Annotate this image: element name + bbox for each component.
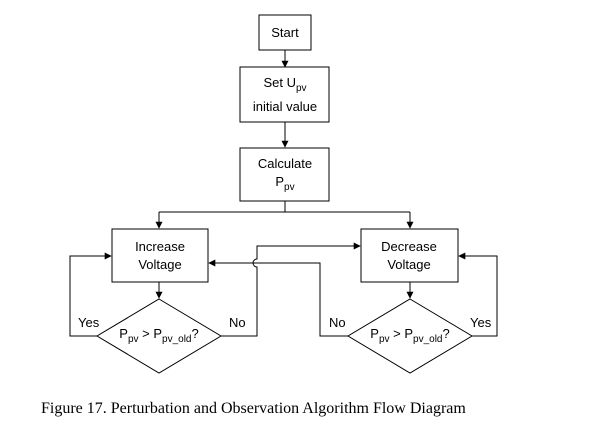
- calculate-node: Calculate Ppv: [239, 147, 330, 202]
- start-node: Start: [258, 14, 312, 51]
- decrease-line1: Decrease: [381, 239, 437, 254]
- increase-line2: Voltage: [138, 257, 181, 272]
- arrow-right-yes-loop: [458, 252, 498, 337]
- decision-left-node: Ppv > Ppv_old?: [96, 298, 222, 374]
- set-upv-node: Set Upv initial value: [239, 66, 330, 123]
- right-no-label: No: [329, 315, 346, 330]
- start-label: Start: [271, 25, 299, 40]
- arrow-right-no-to-increase: [208, 259, 349, 337]
- calculate-line1: Calculate: [258, 156, 312, 171]
- decrease-line2: Voltage: [387, 257, 430, 272]
- decision-left-label: Ppv > Ppv_old?: [119, 326, 198, 345]
- decision-right-label: Ppv > Ppv_old?: [370, 326, 449, 345]
- arrow-left-yes-loop: [69, 252, 112, 337]
- left-no-label: No: [229, 315, 246, 330]
- increase-voltage-node: Increase Voltage: [111, 228, 209, 283]
- connectors: [69, 50, 498, 337]
- calculate-line2: Ppv: [275, 174, 294, 193]
- set-upv-line1: Set Upv: [263, 75, 306, 94]
- increase-line1: Increase: [135, 239, 185, 254]
- figure-caption: Figure 17. Perturbation and Observation …: [41, 400, 466, 417]
- set-upv-line2: initial value: [253, 99, 317, 114]
- right-yes-label: Yes: [470, 315, 492, 330]
- decision-right-node: Ppv > Ppv_old?: [347, 298, 473, 374]
- left-yes-label: Yes: [78, 315, 100, 330]
- decrease-voltage-node: Decrease Voltage: [360, 228, 459, 283]
